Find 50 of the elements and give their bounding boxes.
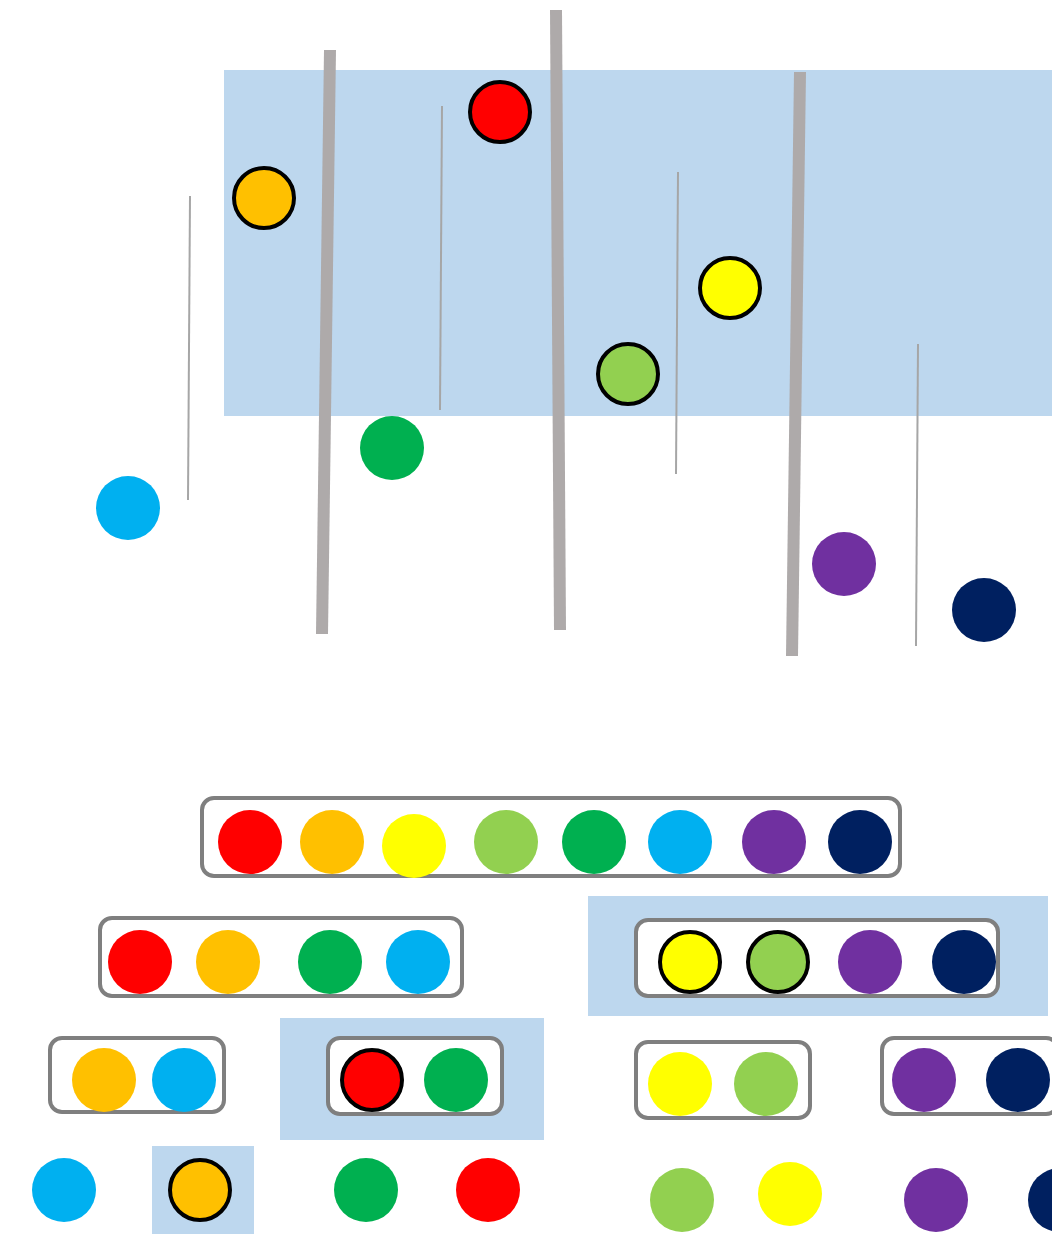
point-circle xyxy=(698,256,762,320)
highlight-band xyxy=(280,1018,544,1140)
point-circle xyxy=(382,814,446,878)
point-circle xyxy=(904,1168,968,1232)
point-circle xyxy=(932,930,996,994)
point-circle xyxy=(746,930,810,994)
point-circle xyxy=(742,810,806,874)
highlight-band xyxy=(588,896,1048,1016)
group-box xyxy=(634,1040,812,1120)
point-circle xyxy=(360,416,424,480)
point-circle xyxy=(196,930,260,994)
point-circle xyxy=(468,80,532,144)
group-box xyxy=(326,1036,504,1116)
point-circle xyxy=(986,1048,1050,1112)
point-circle xyxy=(648,1052,712,1116)
point-circle xyxy=(474,810,538,874)
point-circle xyxy=(334,1158,398,1222)
group-box xyxy=(200,796,902,878)
group-box xyxy=(98,916,464,998)
point-circle xyxy=(828,810,892,874)
point-circle xyxy=(108,930,172,994)
group-box xyxy=(880,1036,1052,1116)
point-circle xyxy=(96,476,160,540)
point-circle xyxy=(298,930,362,994)
point-circle xyxy=(218,810,282,874)
point-circle xyxy=(386,930,450,994)
point-circle xyxy=(658,930,722,994)
highlight-band xyxy=(152,1146,254,1234)
point-circle xyxy=(562,810,626,874)
point-circle xyxy=(32,1158,96,1222)
group-box xyxy=(634,918,1000,998)
point-circle xyxy=(758,1162,822,1226)
point-circle xyxy=(424,1048,488,1112)
point-circle xyxy=(648,810,712,874)
point-circle xyxy=(892,1048,956,1112)
point-circle xyxy=(596,342,660,406)
point-circle xyxy=(152,1048,216,1112)
point-circle xyxy=(232,166,296,230)
point-circle xyxy=(300,810,364,874)
point-circle xyxy=(812,532,876,596)
point-circle xyxy=(650,1168,714,1232)
point-circle xyxy=(168,1158,232,1222)
group-box xyxy=(48,1036,226,1114)
point-circle xyxy=(340,1048,404,1112)
point-circle xyxy=(456,1158,520,1222)
point-circle xyxy=(734,1052,798,1116)
point-circle xyxy=(952,578,1016,642)
point-circle xyxy=(838,930,902,994)
highlight-band xyxy=(224,70,1052,416)
point-circle xyxy=(72,1048,136,1112)
